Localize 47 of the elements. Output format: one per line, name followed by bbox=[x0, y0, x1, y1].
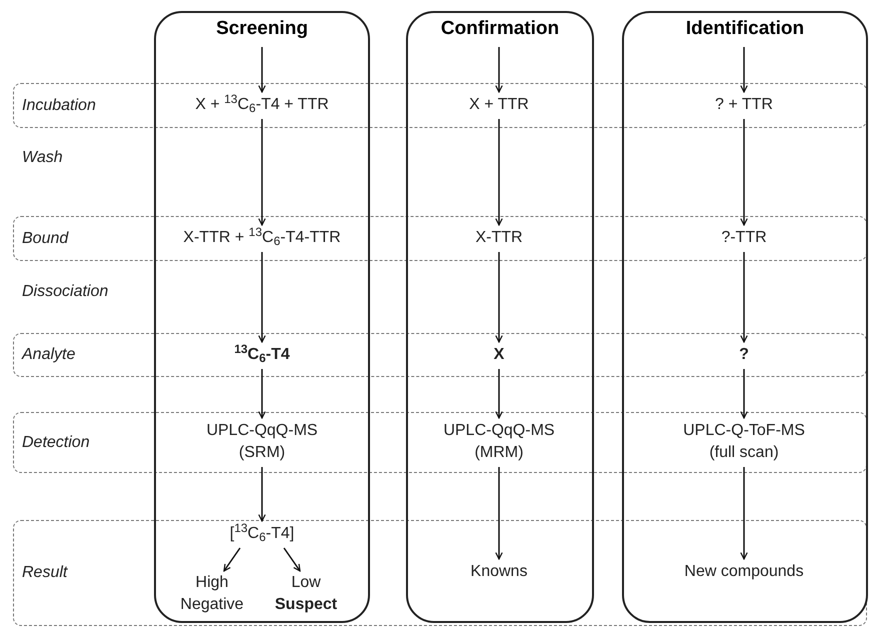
stage-text: ? bbox=[714, 343, 774, 367]
arrow bbox=[258, 369, 266, 419]
column-heading: Screening bbox=[215, 17, 309, 41]
stage-text: X-TTR bbox=[429, 226, 569, 250]
arrow bbox=[223, 548, 241, 572]
arrow bbox=[495, 467, 503, 560]
stage-text: [$^{13}$C$_{6}$-T4] bbox=[212, 522, 312, 546]
step-label: Bound bbox=[22, 228, 68, 248]
arrow bbox=[740, 369, 748, 419]
step-label: Analyte bbox=[22, 345, 76, 365]
arrow bbox=[495, 369, 503, 419]
stage-text: X-TTR + $^{13}$C$_{6}$-T4-TTR bbox=[162, 226, 362, 250]
arrow bbox=[258, 119, 266, 226]
arrow bbox=[740, 47, 748, 93]
arrow bbox=[495, 119, 503, 226]
stage-text: UPLC-QqQ-MS (MRM) bbox=[429, 419, 569, 465]
arrow bbox=[740, 252, 748, 343]
arrow bbox=[740, 467, 748, 560]
column-heading: Confirmation bbox=[440, 17, 560, 41]
stage-text: New compounds bbox=[659, 560, 829, 584]
step-label: Result bbox=[22, 563, 68, 583]
stage-text: High Negative bbox=[170, 572, 254, 616]
arrow bbox=[283, 548, 301, 572]
arrow bbox=[258, 252, 266, 343]
stage-text: X + TTR bbox=[429, 93, 569, 117]
stage-text: Low Suspect bbox=[264, 572, 348, 616]
stage-column bbox=[622, 11, 868, 623]
stage-text: UPLC-QqQ-MS (SRM) bbox=[192, 419, 332, 465]
step-label: Dissociation bbox=[22, 282, 108, 302]
stage-text: X + $^{13}$C$_{6}$-T4 + TTR bbox=[162, 93, 362, 117]
arrow bbox=[495, 47, 503, 93]
arrow bbox=[740, 119, 748, 226]
arrow bbox=[258, 47, 266, 93]
stage-column bbox=[154, 11, 370, 623]
stage-text: X bbox=[469, 343, 529, 367]
step-label: Incubation bbox=[22, 96, 96, 116]
stage-text: UPLC-Q-ToF-MS (full scan) bbox=[669, 419, 819, 465]
arrow bbox=[258, 467, 266, 522]
stage-text: ?-TTR bbox=[674, 226, 814, 250]
step-label: Detection bbox=[22, 432, 90, 452]
stage-column bbox=[406, 11, 594, 623]
stage-text: Knowns bbox=[429, 560, 569, 584]
step-label: Wash bbox=[22, 148, 63, 168]
arrow bbox=[495, 252, 503, 343]
column-heading: Identification bbox=[684, 17, 806, 41]
stage-text: ? + TTR bbox=[674, 93, 814, 117]
stage-text: $^{13}$C$_{6}$-T4 bbox=[202, 343, 322, 367]
